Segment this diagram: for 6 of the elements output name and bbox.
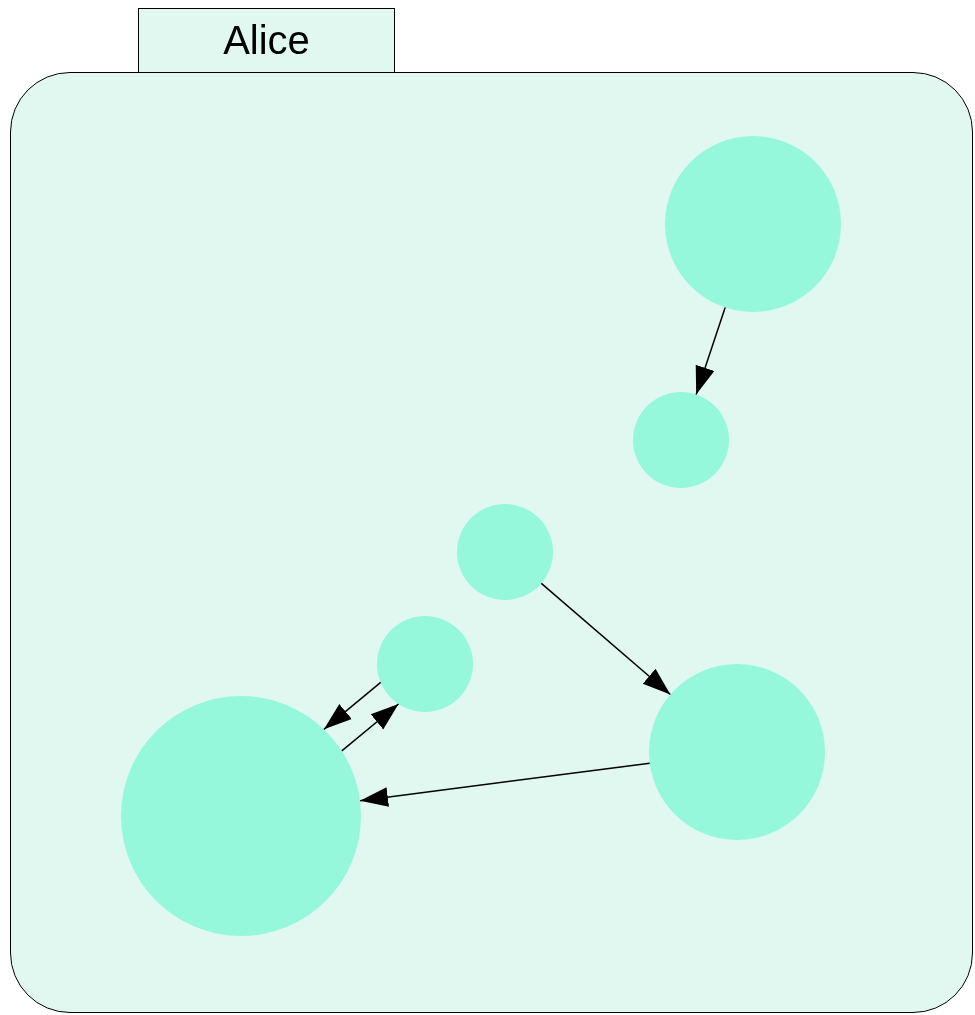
arrow bbox=[323, 681, 382, 731]
group-title-tab: Alice bbox=[138, 8, 395, 73]
arrow bbox=[359, 762, 651, 807]
arrow bbox=[695, 306, 726, 396]
arrow bbox=[341, 703, 400, 752]
arrow bbox=[540, 582, 672, 696]
